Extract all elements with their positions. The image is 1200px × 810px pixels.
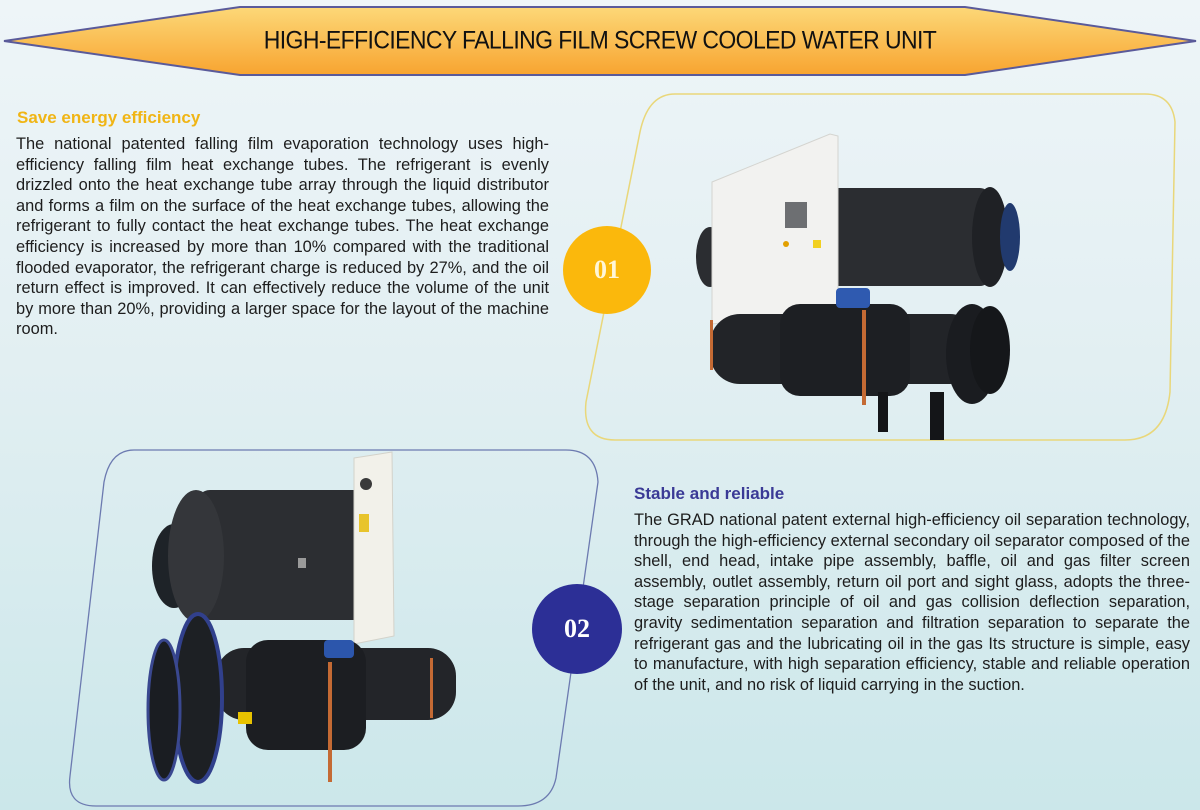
section-heading-reliable: Stable and reliable bbox=[634, 484, 785, 503]
frame-outline bbox=[68, 449, 599, 807]
section-heading-energy: Save energy efficiency bbox=[17, 108, 201, 127]
product-image-frame-1 bbox=[580, 92, 1180, 444]
section-body-energy: The national patented falling film evapo… bbox=[16, 135, 549, 339]
section-badge-01: 01 bbox=[563, 226, 651, 314]
section-body-reliable: The GRAD national patent external high-e… bbox=[634, 511, 1190, 694]
frame-outline bbox=[584, 93, 1176, 441]
chiller-unit-image-1 bbox=[696, 133, 1020, 440]
section-badge-02: 02 bbox=[532, 584, 622, 674]
page-title: HIGH-EFFICIENCY FALLING FILM SCREW COOLE… bbox=[263, 25, 937, 54]
banner-arrow-shape bbox=[3, 6, 1197, 76]
header-banner: HIGH-EFFICIENCY FALLING FILM SCREW COOLE… bbox=[0, 0, 1200, 80]
chiller-unit-image-2 bbox=[146, 451, 456, 784]
product-image-frame-2 bbox=[66, 448, 602, 810]
